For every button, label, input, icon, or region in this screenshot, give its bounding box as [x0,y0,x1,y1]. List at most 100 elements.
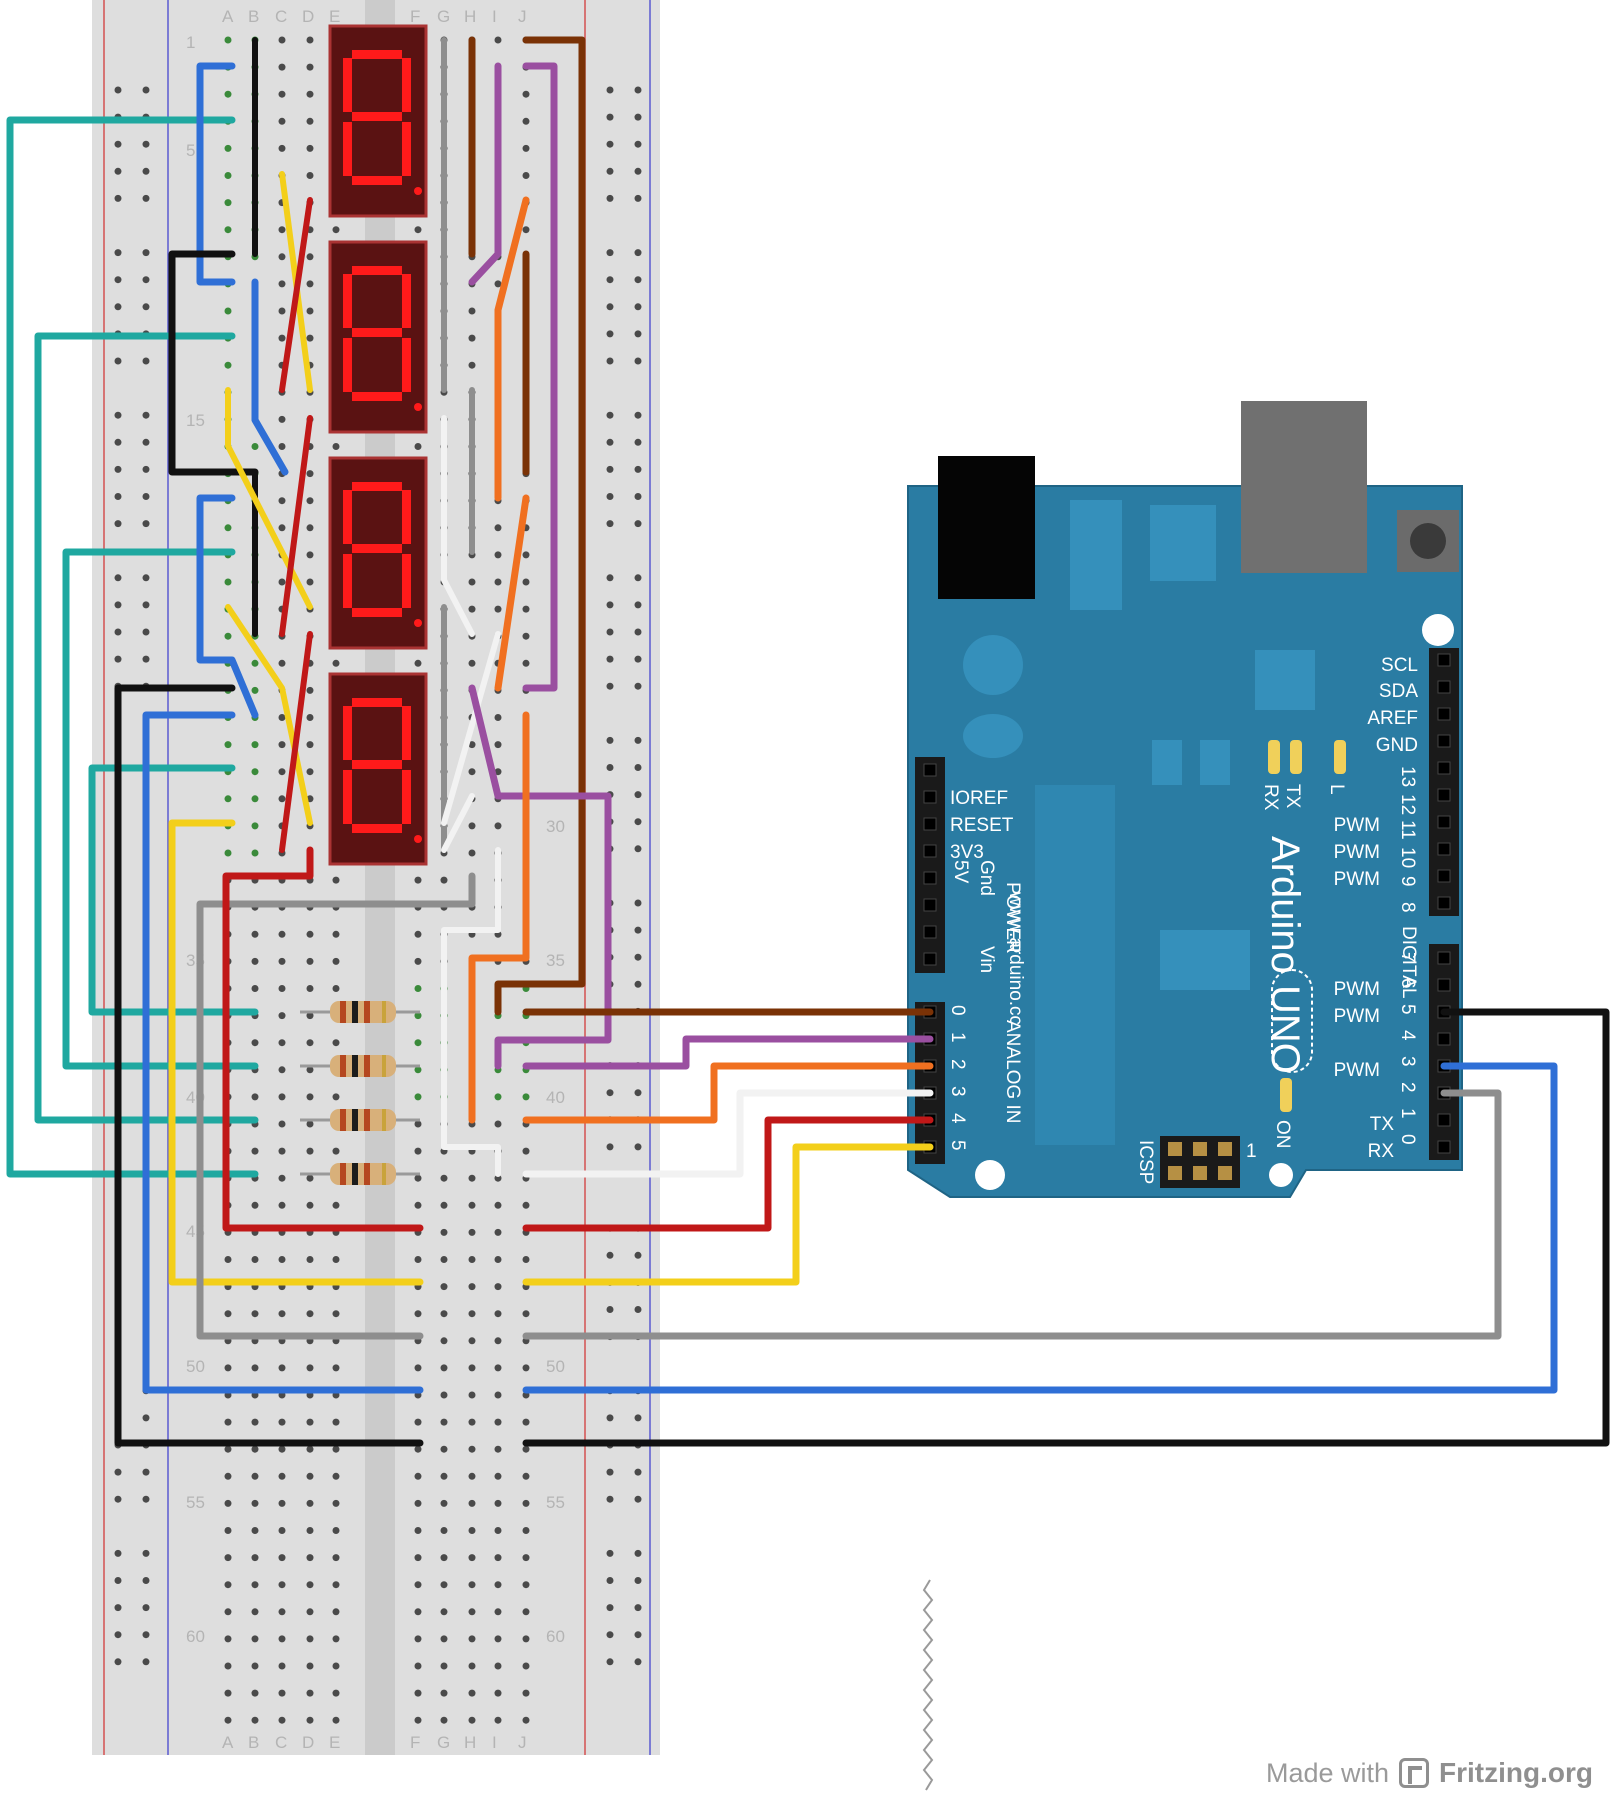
wire-red [279,197,313,393]
breadboard-hole [414,1174,422,1182]
breadboard-hole [332,1093,340,1101]
row-number: 1 [186,33,195,52]
pin-6: 6 [1397,978,1418,989]
breadboard-hole [634,1414,642,1422]
breadboard-hole [468,578,476,586]
breadboard-hole [522,1472,530,1480]
breadboard-hole [522,1527,530,1534]
breadboard-hole [522,172,530,179]
column-labels-bottom: A B C D E F G H I J [222,1733,527,1752]
uno-model-text: UNO [1263,985,1307,1074]
header-pin [1437,734,1451,748]
breadboard-hole [306,1445,314,1453]
display-segment [402,770,411,824]
torn-edge [922,1579,934,1791]
breadboard-hole [634,601,642,609]
breadboard-hole [224,1445,232,1453]
breadboard-hole [634,411,642,419]
breadboard-hole [306,1310,314,1318]
row-number: 55 [186,1493,205,1512]
breadboard-hole [278,1662,286,1670]
breadboard-hole [224,632,232,640]
breadboard-hole [414,1093,422,1101]
breadboard-hole [468,741,476,749]
breadboard-hole [306,63,314,71]
breadboard-hole [332,226,340,234]
breadboard-hole [332,659,340,667]
breadboard-hole [494,605,502,613]
breadboard-hole [494,741,502,749]
breadboard-hole [306,578,314,586]
breadboard-hole [306,1364,314,1372]
breadboard-hole [522,1716,530,1724]
breadboard-hole [142,1414,150,1422]
breadboard-hole [468,1310,476,1318]
breadboard-hole [468,1608,476,1616]
breadboard-hole [606,682,614,690]
wire-blue [251,278,289,476]
wire-brown [494,36,586,1016]
breadboard-hole [114,574,122,582]
breadboard-hole [468,1256,476,1263]
breadboard-hole [414,1472,422,1480]
breadboard-hole [494,1174,502,1182]
breadboard-hole [468,1499,476,1507]
power-title: POWER [1002,882,1023,954]
breadboard-hole [114,438,122,446]
made-with-label: Made with [1265,1757,1390,1788]
breadboard-hole [251,1716,259,1724]
breadboard-hole [606,465,614,473]
display-segment [343,274,352,328]
breadboard-hole [606,520,614,528]
breadboard-hole [306,1418,314,1426]
breadboard-hole [306,1581,314,1589]
breadboard-hole [414,1201,422,1209]
breadboard-hole [634,1468,642,1476]
fritzing-brand-link[interactable]: Fritzing.org [1439,1757,1593,1788]
tx-label: TX [1370,1114,1395,1135]
breadboard-hole [440,1635,448,1643]
header-pin [923,898,937,912]
breadboard-hole [114,303,122,311]
breadboard-hole [606,1577,614,1584]
5v-label: 5V [950,860,971,884]
breadboard-hole [634,1631,642,1639]
breadboard-hole [278,144,286,152]
breadboard-hole [306,1093,314,1101]
breadboard-hole [278,226,286,234]
breadboard-hole [251,1581,259,1589]
col-label: G [437,7,450,26]
breadboard-hole [142,86,150,94]
breadboard-hole [306,334,314,342]
wire-blue [522,1062,1558,1394]
breadboard-hole [494,1310,502,1318]
breadboard-hole [468,361,476,369]
breadboard-hole [278,1120,286,1128]
breadboard-hole [251,443,259,450]
display-segment [352,266,402,275]
breadboard-hole [224,1499,232,1507]
digital-title: DIGITAL [1398,926,1419,999]
breadboard-hole [332,1147,340,1155]
pin-8: 8 [1397,902,1418,913]
breadboard-hole [306,1120,314,1128]
wire-red [279,631,313,853]
breadboard-hole [278,63,286,71]
breadboard-hole [634,520,642,528]
breadboard-hole [306,1716,314,1724]
seven-segment-displays [328,24,428,866]
breadboard-hole [142,140,150,148]
breadboard-hole [440,1581,448,1589]
breadboard-hole [278,768,286,776]
breadboard-hole [414,1066,422,1074]
wire-red [522,1116,934,1232]
breadboard-hole [414,1581,422,1589]
breadboard-hole [522,144,530,152]
breadboard-hole [142,655,150,663]
col-label: E [329,1733,340,1752]
wire-black [522,1008,1610,1447]
breadboard-hole [634,926,642,934]
breadboard-hole [522,578,530,586]
rx-label: RX [1368,1141,1395,1162]
breadboard-hole [522,1201,530,1209]
